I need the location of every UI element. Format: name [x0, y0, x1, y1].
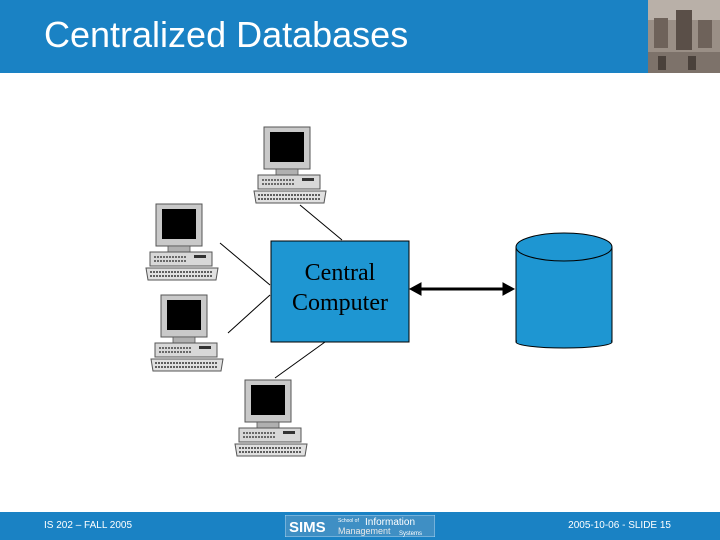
logo-systems: Systems: [399, 531, 422, 537]
sims-logo-text: SIMS: [289, 519, 326, 536]
sims-logo: SIMS School of Information Management Sy…: [285, 515, 435, 537]
connector-line-bottom: [274, 341, 326, 379]
central-computer-label: Central Computer: [271, 258, 409, 318]
logo-information: Information: [365, 517, 415, 528]
connector-line-left-upper: [219, 242, 271, 286]
workstation-icon-left-lower: [150, 294, 224, 372]
workstation-icon-top: [253, 126, 327, 204]
central-computer-label-line1: Central: [304, 260, 376, 286]
slide-date-number: 2005-10-06 - SLIDE 15: [568, 520, 671, 531]
database-cylinder-icon: [515, 232, 613, 349]
workstation-icon-bottom: [234, 379, 308, 457]
building-photo-image: [648, 0, 720, 73]
centralized-database-diagram: [145, 126, 613, 457]
slide-footer: IS 202 – FALL 2005 SIMS School of Inform…: [0, 512, 720, 540]
central-computer-label-line2: Computer: [292, 290, 388, 316]
course-label: IS 202 – FALL 2005: [44, 520, 133, 531]
workstation-icon-left-upper: [145, 203, 219, 281]
logo-management: Management: [338, 526, 391, 536]
connector-line-top: [299, 204, 343, 241]
central-computer-box: [270, 240, 410, 343]
slide-title: Centralized Databases: [44, 14, 409, 55]
connector-line-left-lower: [227, 294, 271, 334]
slide-header: Centralized Databases: [0, 0, 720, 73]
bidirectional-arrow: [408, 282, 516, 296]
logo-school-of: School of: [338, 518, 359, 524]
